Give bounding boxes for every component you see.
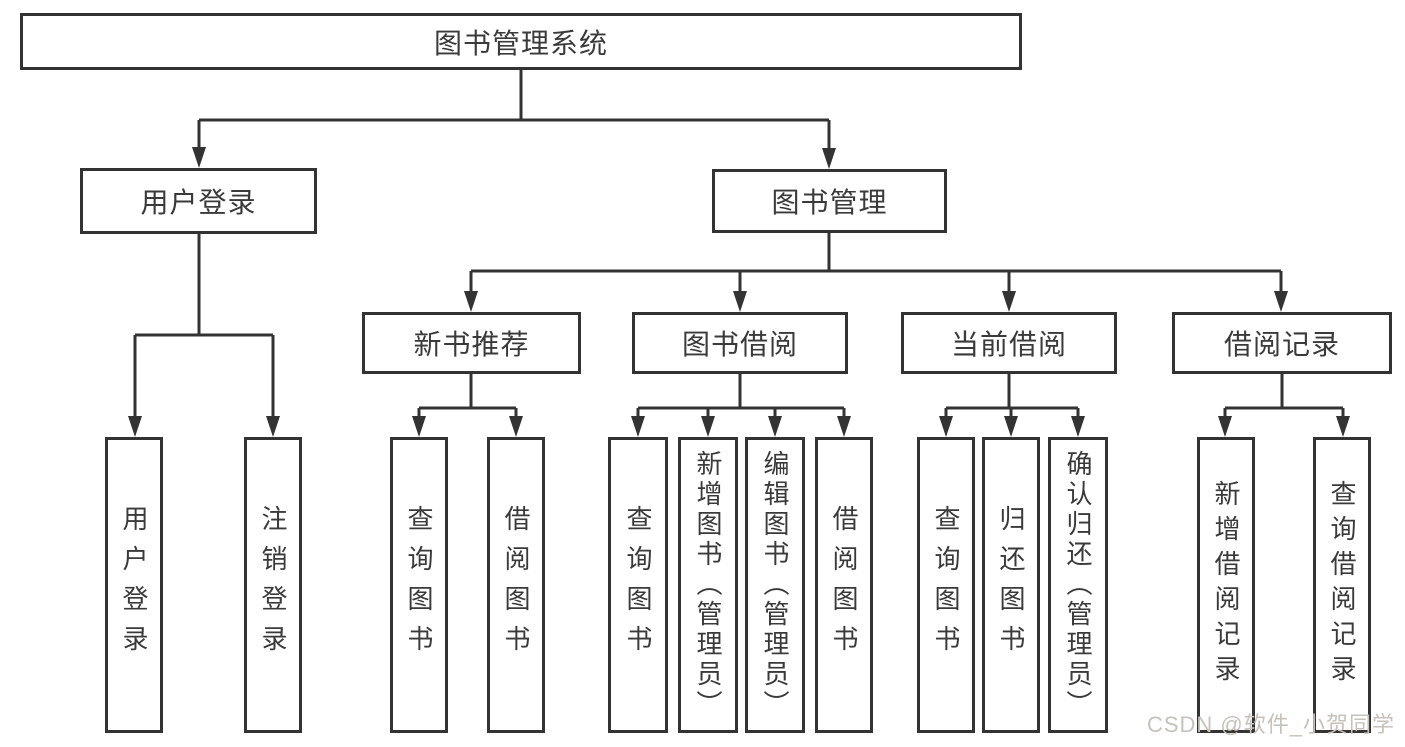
node-label: 编辑图书（管理员） bbox=[760, 450, 790, 720]
node-label: 查询借阅记录 bbox=[1327, 480, 1357, 690]
node-book-borrowing: 图书借阅 bbox=[632, 312, 848, 374]
node-label: 新书推荐 bbox=[413, 329, 530, 360]
node-label: 当前借阅 bbox=[950, 329, 1067, 360]
node-logout-action: 注销登录 bbox=[244, 437, 302, 733]
csdn-watermark: CSDN @软件_小贺同学 bbox=[1146, 712, 1395, 737]
node-label: 查询图书 bbox=[404, 505, 434, 665]
node-label: 借阅记录 bbox=[1223, 329, 1340, 360]
node-label: 图书管理系统 bbox=[433, 27, 608, 59]
node-records-query-borrow-record: 查询借阅记录 bbox=[1313, 437, 1371, 733]
node-label: 查询图书 bbox=[623, 505, 653, 665]
node-user-login: 用户登录 bbox=[80, 168, 317, 234]
node-current-query-books: 查询图书 bbox=[917, 437, 975, 733]
node-label: 新增图书（管理员） bbox=[693, 450, 723, 720]
node-label: 借阅图书 bbox=[501, 505, 531, 665]
node-recommend-query-books: 查询图书 bbox=[390, 437, 448, 733]
node-label: 借阅图书 bbox=[829, 505, 859, 665]
node-label: 新增借阅记录 bbox=[1211, 480, 1241, 690]
node-book-management: 图书管理 bbox=[712, 169, 947, 233]
node-library-management-system: 图书管理系统 bbox=[20, 13, 1022, 70]
node-label: 用户登录 bbox=[140, 187, 257, 218]
node-borrowing-records: 借阅记录 bbox=[1172, 312, 1392, 374]
node-current-return-books: 归还图书 bbox=[982, 437, 1040, 733]
node-records-add-borrow-record: 新增借阅记录 bbox=[1197, 437, 1255, 733]
node-label: 归还图书 bbox=[996, 505, 1026, 665]
node-label: 图书管理 bbox=[771, 187, 888, 218]
node-current-confirm-return-admin: 确认归还（管理员） bbox=[1048, 437, 1108, 733]
node-borrowing-borrow-books: 借阅图书 bbox=[815, 437, 873, 733]
node-current-borrowing: 当前借阅 bbox=[901, 312, 1117, 374]
node-borrowing-edit-books-admin: 编辑图书（管理员） bbox=[745, 437, 805, 733]
node-label: 图书借阅 bbox=[681, 329, 798, 360]
node-user-login-action: 用户登录 bbox=[105, 437, 163, 733]
node-recommend-borrow-books: 借阅图书 bbox=[487, 437, 545, 733]
node-new-book-recommendation: 新书推荐 bbox=[362, 312, 581, 374]
node-label: 确认归还（管理员） bbox=[1063, 450, 1093, 720]
node-label: 注销登录 bbox=[258, 505, 288, 665]
node-borrowing-query-books: 查询图书 bbox=[608, 437, 668, 733]
node-label: 用户登录 bbox=[119, 505, 149, 665]
node-borrowing-add-books-admin: 新增图书（管理员） bbox=[678, 437, 738, 733]
node-label: 查询图书 bbox=[931, 505, 961, 665]
